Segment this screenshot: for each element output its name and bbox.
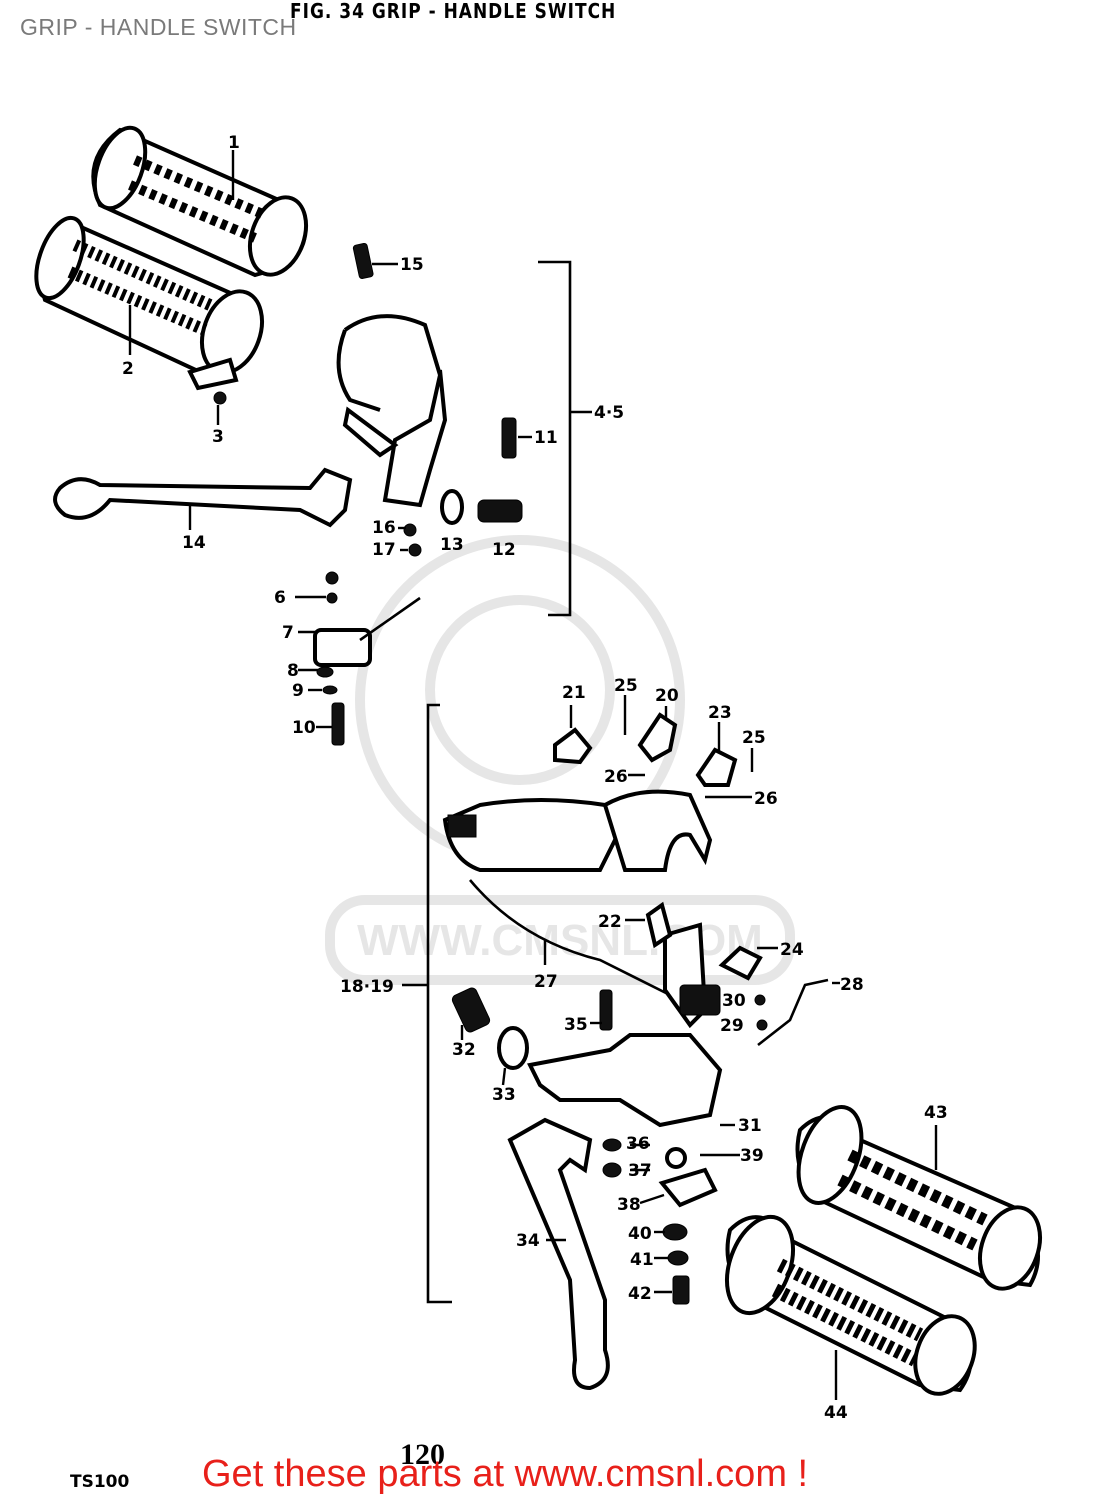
callout-13: 13 xyxy=(440,535,464,555)
callout-3: 3 xyxy=(212,427,224,447)
callout-23: 23 xyxy=(708,703,732,723)
callout-29: 29 xyxy=(720,1016,744,1036)
callout-35: 35 xyxy=(564,1015,588,1035)
callout-12: 12 xyxy=(492,540,516,560)
part-2-grip xyxy=(34,215,264,391)
callout-33: 33 xyxy=(492,1085,516,1105)
callout-2: 2 xyxy=(122,359,134,379)
callout-9: 9 xyxy=(292,681,304,701)
callout-18-19: 18·19 xyxy=(340,977,394,997)
callout-34: 34 xyxy=(516,1231,540,1251)
callout-44: 44 xyxy=(824,1403,848,1423)
bracket-18-19 xyxy=(402,703,452,1304)
bracket-4-5 xyxy=(538,260,592,617)
callout-17: 17 xyxy=(372,540,396,560)
part-18-19-handle-switch xyxy=(442,789,721,1029)
part-20-knob xyxy=(637,712,678,763)
callout-labels: 1 2 3 15 4·5 11 14 16 17 13 12 6 7 8 9 1… xyxy=(122,133,948,1423)
callout-28: 28 xyxy=(840,975,864,995)
part-24-knob xyxy=(718,945,763,981)
callout-38: 38 xyxy=(617,1195,641,1215)
callout-25a: 25 xyxy=(614,676,638,696)
part-43-grip xyxy=(795,1105,1042,1291)
part-12-adjuster xyxy=(477,499,523,523)
part-30-screw xyxy=(754,994,766,1006)
part-38-bracket xyxy=(658,1167,718,1208)
callout-6: 6 xyxy=(274,588,286,608)
part-11-bolt xyxy=(501,417,517,459)
part-23-knob xyxy=(695,747,738,787)
part-28-lever xyxy=(757,978,829,1047)
callout-22: 22 xyxy=(598,912,622,932)
part-44-grip xyxy=(725,1214,977,1396)
callout-8: 8 xyxy=(287,661,299,681)
part-41-washer xyxy=(667,1250,689,1266)
part-34-brake-lever xyxy=(507,1117,610,1391)
part-15-screw xyxy=(352,242,374,280)
callout-26a: 26 xyxy=(604,767,628,787)
callout-37: 37 xyxy=(628,1161,652,1181)
part-13-washer xyxy=(440,489,464,525)
callout-20: 20 xyxy=(655,686,679,706)
page-number: 120 xyxy=(400,1438,445,1471)
callout-16: 16 xyxy=(372,518,396,538)
part-29-screw xyxy=(756,1019,768,1031)
part-36-washer xyxy=(602,1138,622,1152)
part-14-clutch-lever xyxy=(53,467,353,528)
callout-11: 11 xyxy=(534,428,558,448)
callout-39: 39 xyxy=(740,1146,764,1166)
callout-27: 27 xyxy=(534,972,558,992)
part-31-lever-holder xyxy=(527,1033,723,1128)
part-39-spring xyxy=(665,1147,687,1169)
promo-link[interactable]: Get these parts at www.cmsnl.com ! xyxy=(202,1453,809,1495)
callout-4-5: 4·5 xyxy=(594,403,624,423)
callout-14: 14 xyxy=(182,533,206,553)
part-32-adjuster xyxy=(451,987,491,1033)
callout-24: 24 xyxy=(780,940,804,960)
part-4-5-lever-holder xyxy=(336,314,448,508)
part-3-screw xyxy=(213,391,227,405)
part-16-nut xyxy=(403,523,417,537)
part-40-washer xyxy=(662,1223,688,1241)
part-42-bolt xyxy=(672,1275,690,1305)
callout-26b: 26 xyxy=(754,789,778,809)
callout-15: 15 xyxy=(400,255,424,275)
part-37-nut xyxy=(602,1162,622,1178)
callout-10: 10 xyxy=(292,718,316,738)
callout-7: 7 xyxy=(282,623,294,643)
part-6-10-switch-assembly xyxy=(313,571,421,746)
callout-21: 21 xyxy=(562,683,586,703)
part-35-screw xyxy=(599,989,613,1031)
part-33-washer xyxy=(497,1026,529,1070)
callout-43: 43 xyxy=(924,1103,948,1123)
page-title: GRIP - HANDLE SWITCH xyxy=(20,14,297,40)
figure-caption: FIG. 34 GRIP - HANDLE SWITCH xyxy=(290,0,617,24)
callout-32: 32 xyxy=(452,1040,476,1060)
callout-41: 41 xyxy=(630,1250,654,1270)
part-1-grip xyxy=(91,125,309,278)
callout-36: 36 xyxy=(626,1134,650,1154)
callout-42: 42 xyxy=(628,1284,652,1304)
part-17-nut xyxy=(408,543,422,557)
leader-lines xyxy=(128,150,938,1400)
part-22-clip xyxy=(645,901,673,949)
callout-31: 31 xyxy=(738,1116,762,1136)
callout-25b: 25 xyxy=(742,728,766,748)
callout-30: 30 xyxy=(722,991,746,1011)
part-21-knob xyxy=(553,727,593,765)
model-label: TS100 xyxy=(70,1472,130,1492)
callout-1: 1 xyxy=(228,133,240,153)
callout-40: 40 xyxy=(628,1224,652,1244)
